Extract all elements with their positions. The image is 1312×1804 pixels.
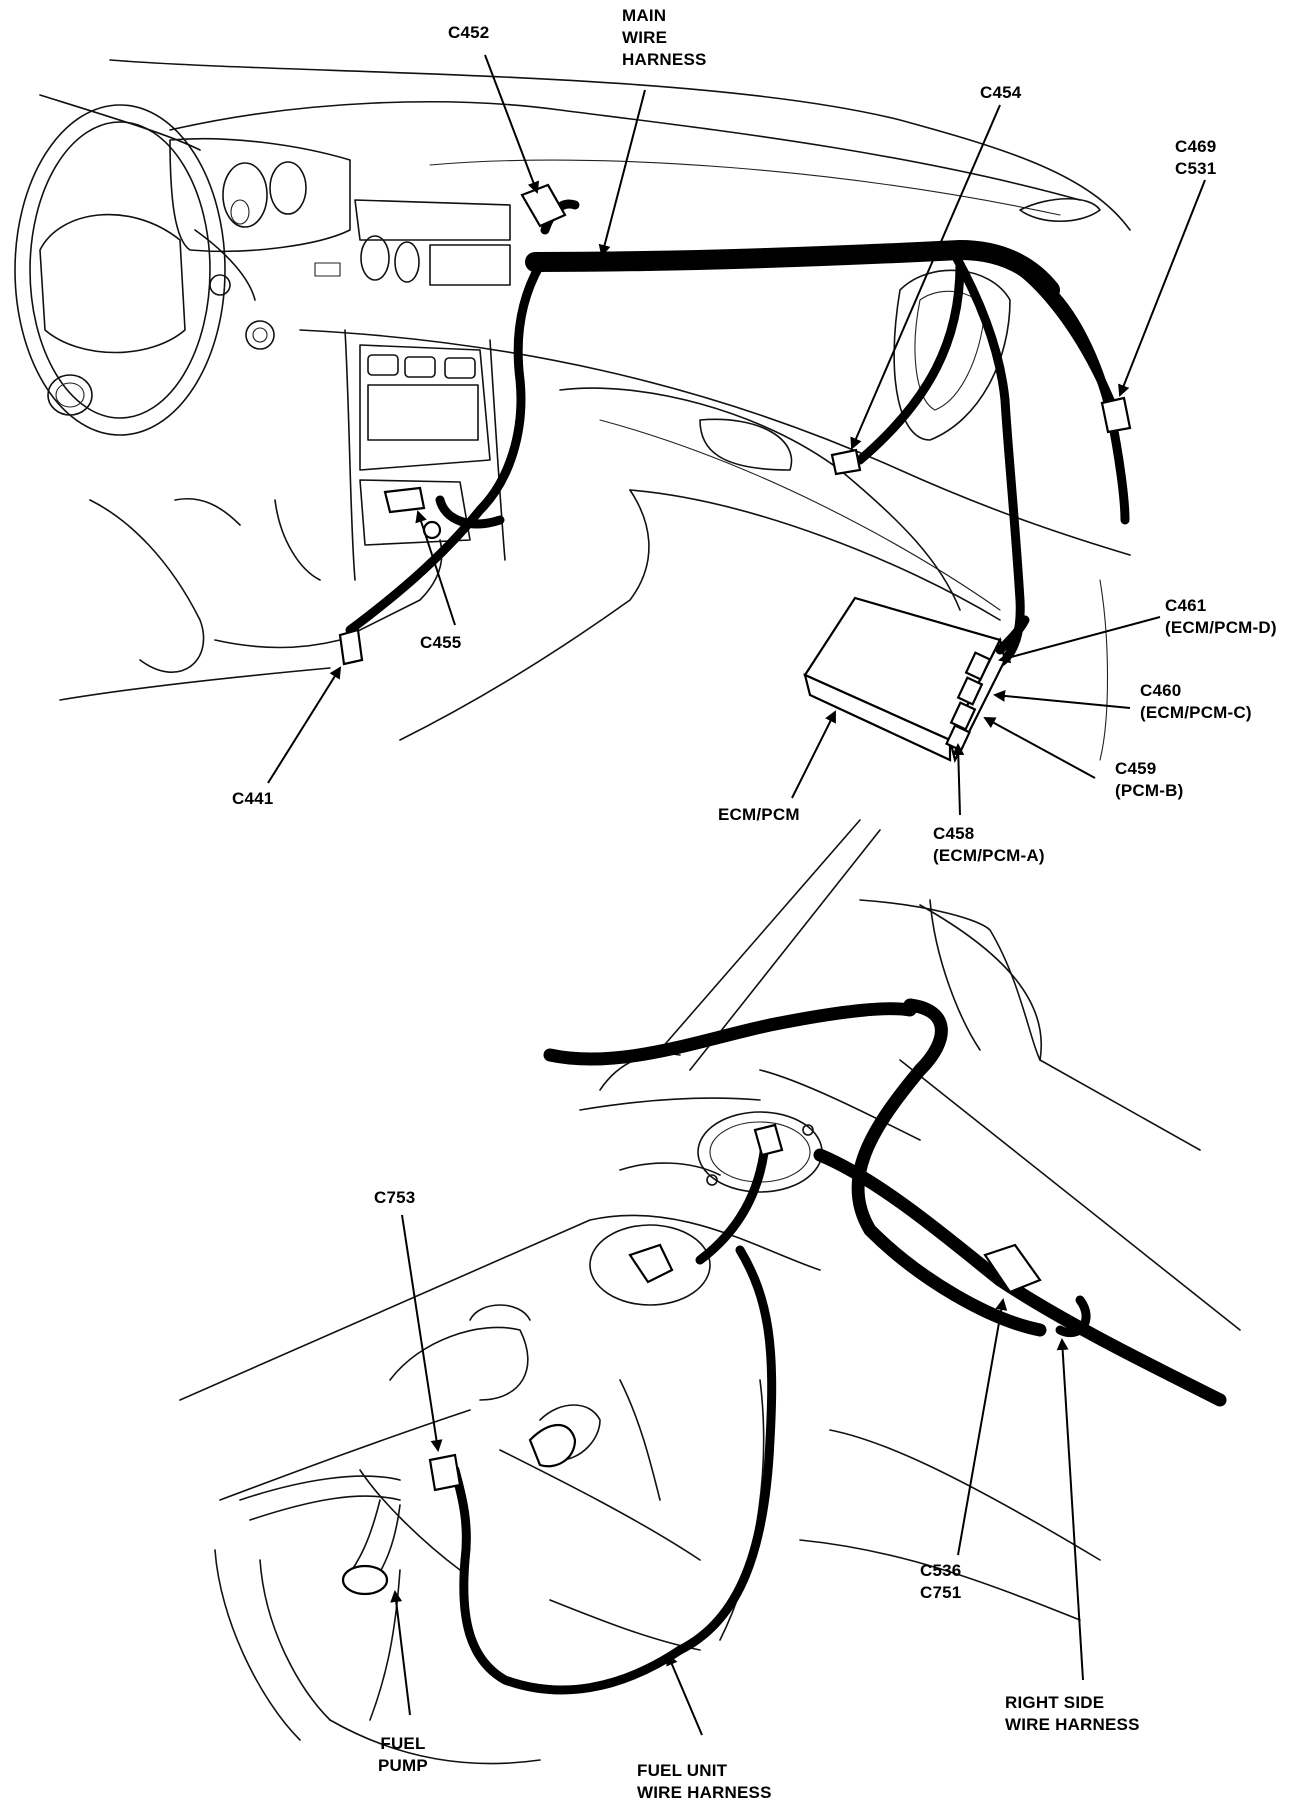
connector-c753 — [428, 1453, 462, 1492]
connector-c441 — [338, 628, 364, 666]
main-wire-harness-wires — [345, 199, 1130, 670]
connector-c452 — [520, 183, 567, 228]
label-c459: C459 (PCM-B) — [1115, 759, 1184, 800]
leader-lines-bottom — [390, 1214, 1084, 1736]
label-c753: C753 — [374, 1188, 416, 1207]
bottom-wires — [450, 998, 1227, 1695]
label-c458: C458 (ECM/PCM-A) — [933, 824, 1045, 865]
fuel-tank-outline — [179, 819, 1241, 1765]
leader-lines-top — [267, 54, 1206, 816]
label-main-wire-harness: MAIN WIRE HARNESS — [622, 6, 707, 69]
connector-c469-c531 — [1100, 396, 1132, 434]
label-ecm-pcm: ECM/PCM — [718, 805, 800, 824]
connector-c536-c751 — [983, 1243, 1042, 1294]
label-c452: C452 — [448, 23, 490, 42]
connector-c455 — [383, 486, 442, 540]
connector-c454 — [830, 448, 862, 476]
label-c461: C461 (ECM/PCM-D) — [1165, 596, 1277, 637]
label-fuel-unit-wire-harness: FUEL UNIT WIRE HARNESS — [637, 1761, 772, 1802]
label-right-side-wire-harness: RIGHT SIDE WIRE HARNESS — [1005, 1693, 1140, 1734]
label-fuel-pump: FUEL PUMP — [378, 1734, 428, 1775]
ecm-pcm-unit — [803, 596, 1030, 764]
label-c441: C441 — [232, 789, 274, 808]
label-c455: C455 — [420, 633, 462, 652]
label-c536-c751: C536 C751 — [920, 1561, 962, 1602]
connector-fuel-flange — [753, 1123, 784, 1157]
label-c460: C460 (ECM/PCM-C) — [1140, 681, 1252, 722]
dashboard-outline — [14, 59, 1131, 761]
label-c454: C454 — [980, 83, 1022, 102]
label-c469-c531: C469 C531 — [1175, 137, 1217, 178]
